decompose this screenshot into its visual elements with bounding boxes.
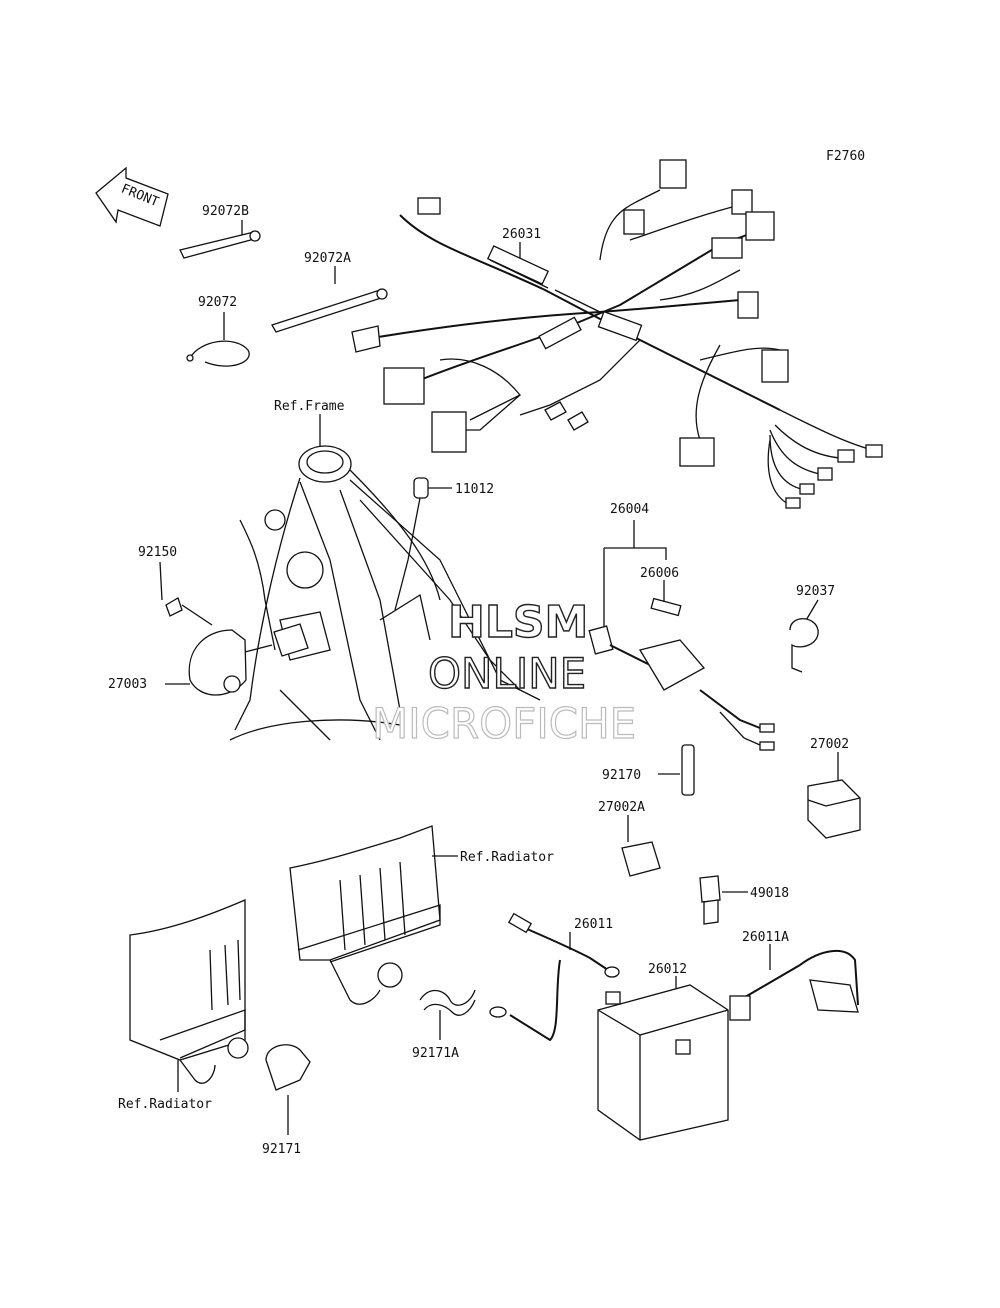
battery-26012	[597, 976, 729, 1141]
label-92072A: 92072A	[304, 251, 351, 266]
horn-27003	[159, 561, 309, 696]
label-26006: 26006	[640, 566, 679, 581]
figure-code: F2760	[826, 149, 865, 164]
battery-cable-26011	[489, 912, 620, 1042]
front-arrow-icon: FRONT	[95, 166, 169, 227]
label-11012: 11012	[455, 482, 494, 497]
watermark-line2: ONLINE	[428, 649, 586, 698]
cable-tie-92072	[186, 312, 250, 367]
clamp-92037	[789, 599, 819, 673]
cable-tie-92072A	[271, 266, 388, 333]
label-92150: 92150	[138, 545, 177, 560]
clamp-92171A	[419, 989, 476, 1040]
battery-cable-26011A	[729, 944, 859, 1021]
frame	[229, 414, 541, 741]
label-92171A: 92171A	[412, 1046, 459, 1061]
relay-26004	[588, 520, 775, 751]
label-27002: 27002	[810, 737, 849, 752]
relay-27002	[807, 752, 861, 839]
label-26011: 26011	[574, 917, 613, 932]
label-92072: 92072	[198, 295, 237, 310]
label-26031: 26031	[502, 227, 541, 242]
radiator-top	[289, 825, 458, 1005]
label-92072B: 92072B	[202, 204, 249, 219]
label-26004: 26004	[610, 502, 649, 517]
label-ref-radiator-top: Ref.Radiator	[460, 850, 554, 865]
main-wiring-harness	[351, 159, 883, 509]
radiator-bottom	[129, 899, 249, 1092]
label-92037: 92037	[796, 584, 835, 599]
label-92171: 92171	[262, 1142, 301, 1157]
label-27002A: 27002A	[598, 800, 645, 815]
part-11012	[394, 477, 452, 611]
clamp-92171	[265, 1044, 311, 1135]
label-ref-radiator-bottom: Ref.Radiator	[118, 1097, 212, 1112]
label-ref-frame: Ref.Frame	[274, 399, 345, 414]
label-26012: 26012	[648, 962, 687, 977]
ground-strap-92170	[658, 744, 695, 796]
label-27003: 27003	[108, 677, 147, 692]
relay-27002A	[621, 815, 661, 877]
connector-49018	[699, 875, 748, 925]
label-49018: 49018	[750, 886, 789, 901]
label-26011A: 26011A	[742, 930, 789, 945]
watermark-line3: MICROFICHE	[372, 699, 636, 748]
label-92170: 92170	[602, 768, 641, 783]
cable-tie-92072B	[179, 220, 261, 259]
watermark-line1: HLSM	[448, 597, 588, 648]
